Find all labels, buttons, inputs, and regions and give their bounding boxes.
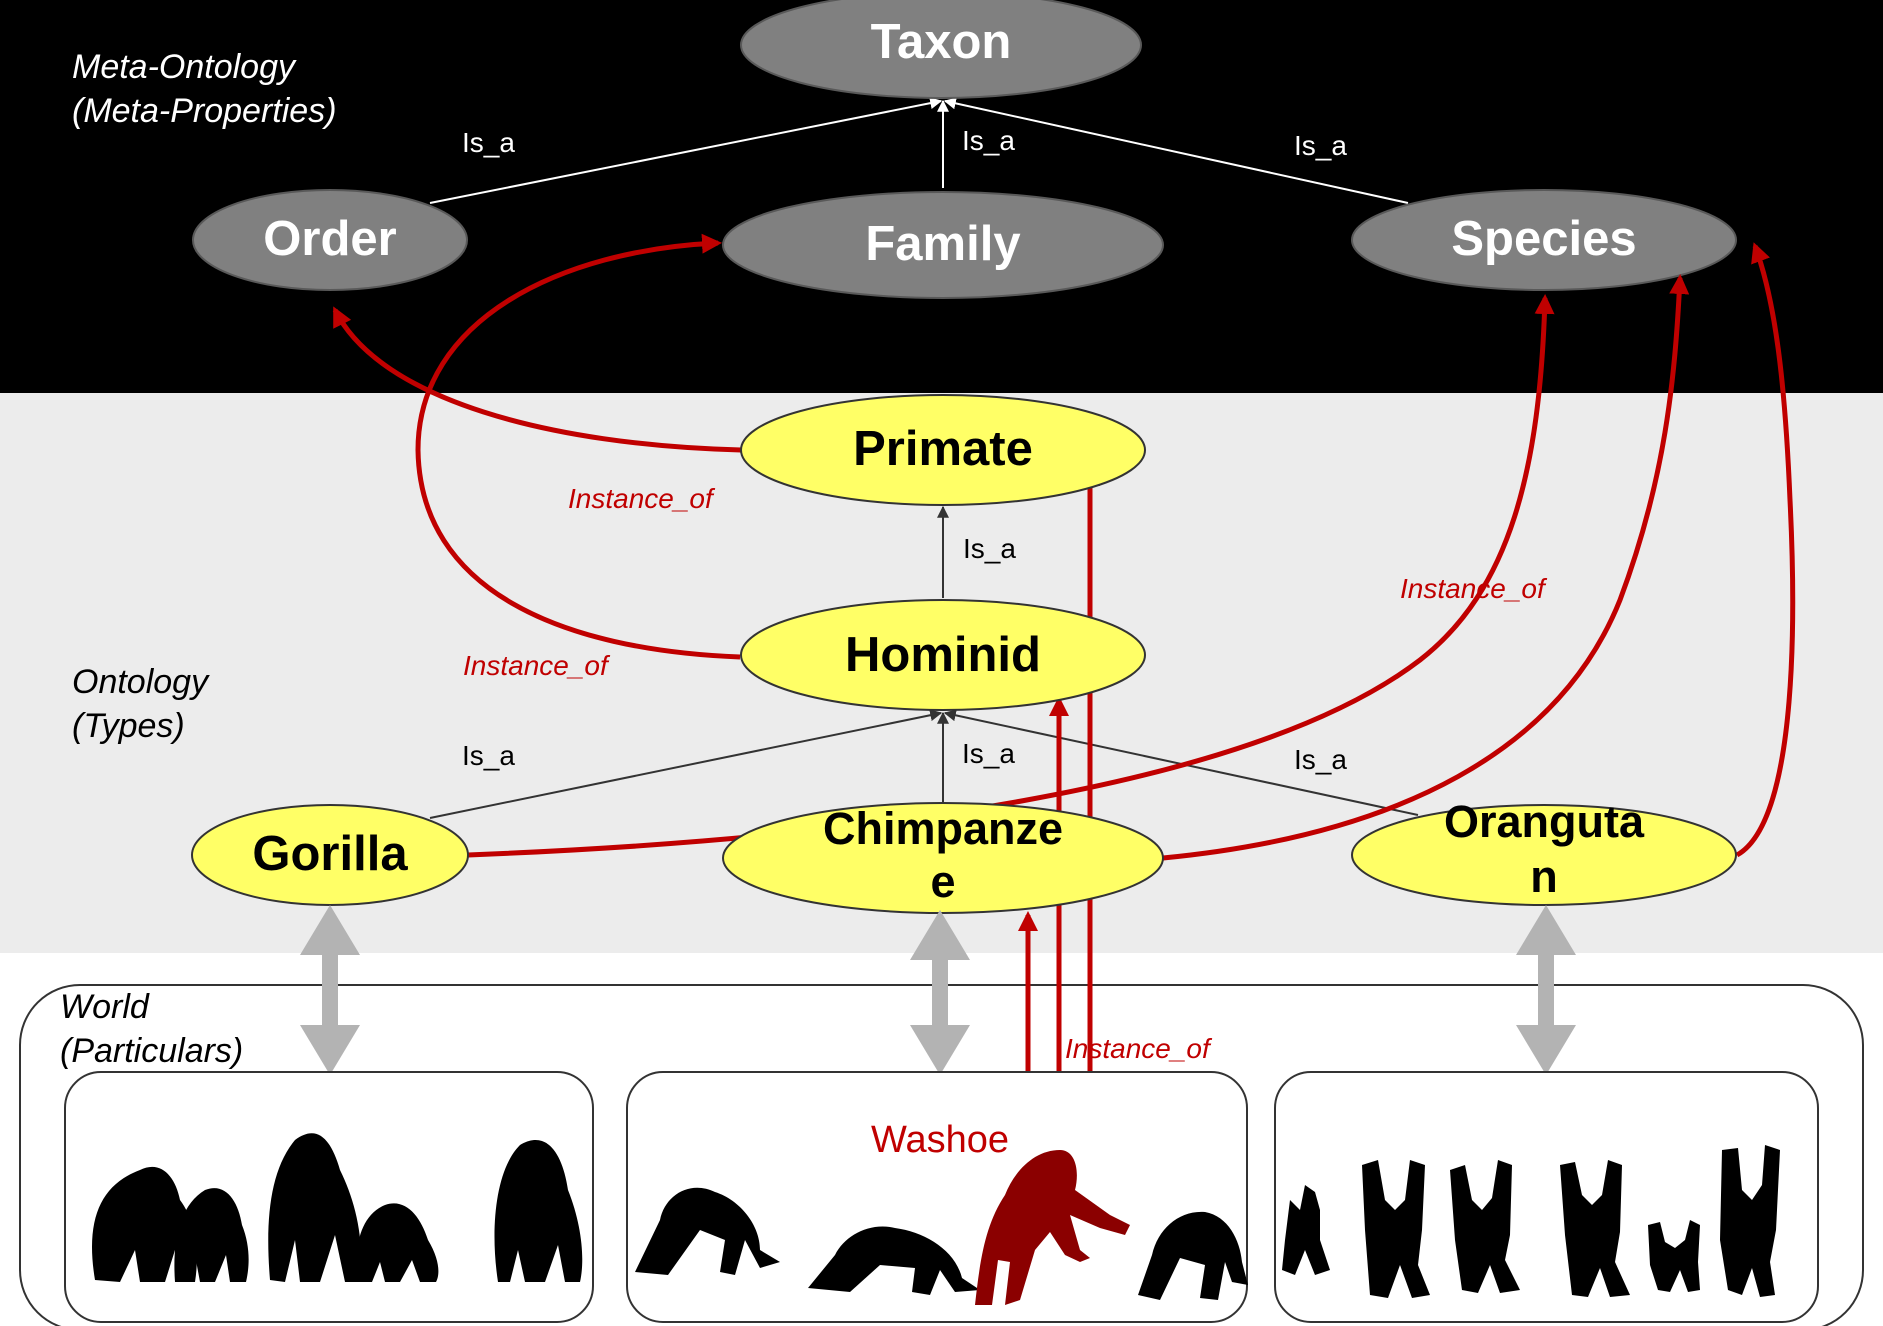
meta-layer-title: Meta-Ontology — [72, 48, 297, 86]
meta-layer-subtitle: (Meta-Properties) — [72, 92, 337, 130]
ontology-layer-title: Ontology — [72, 663, 210, 701]
node-taxon — [740, 0, 1142, 99]
isa-label-family: Is_a — [962, 125, 1015, 156]
instance-orangutan-species — [1735, 242, 1796, 858]
instance-primate-order — [332, 306, 742, 453]
node-gorilla-label: Gorilla — [252, 827, 408, 881]
correspondence-orangutan — [1516, 905, 1576, 1075]
node-chimpanzee-label-2: e — [930, 856, 955, 907]
washoe-silhouette — [975, 1150, 1130, 1305]
instance-label-washoe: Instance_of — [1065, 1033, 1213, 1064]
edge-order-taxon — [429, 97, 943, 204]
node-chimpanzee — [722, 802, 1164, 914]
world-layer-title: World — [60, 988, 150, 1026]
node-order — [192, 189, 468, 291]
correspondence-gorilla — [300, 905, 360, 1075]
edge-gorilla-hominid — [429, 709, 943, 819]
isa-label-species: Is_a — [1294, 130, 1347, 161]
instance-hominid-family — [415, 233, 741, 660]
node-primate — [740, 394, 1146, 506]
node-family — [722, 191, 1164, 299]
isa-label-primate: Is_a — [963, 533, 1016, 564]
instance-label-hominid: Instance_of — [463, 650, 611, 681]
node-order-label: Order — [263, 212, 396, 266]
isa-label-order: Is_a — [462, 127, 515, 158]
orangutan-silhouettes — [1282, 1145, 1780, 1298]
node-orangutan — [1351, 804, 1737, 906]
world-layer-subtitle: (Particulars) — [60, 1032, 243, 1070]
chimpanzee-silhouettes — [635, 1187, 1248, 1300]
isa-label-orangutan: Is_a — [1294, 744, 1347, 775]
node-hominid-label: Hominid — [845, 628, 1041, 682]
ontology-layer-subtitle: (Types) — [72, 707, 185, 745]
instance-label-primate: Instance_of — [568, 483, 716, 514]
gorilla-silhouettes — [92, 1133, 583, 1282]
node-species-label: Species — [1451, 212, 1636, 266]
isa-label-gorilla: Is_a — [462, 740, 515, 771]
edge-species-taxon — [943, 97, 1409, 204]
node-taxon-label: Taxon — [871, 15, 1012, 69]
node-hominid — [740, 599, 1146, 711]
instance-chimpanzee-species — [1162, 274, 1690, 861]
node-family-label: Family — [865, 217, 1020, 271]
node-chimpanzee-label-1: Chimpanze — [823, 803, 1063, 854]
node-orangutan-label-1: Oranguta — [1444, 796, 1645, 847]
node-primate-label: Primate — [853, 422, 1033, 476]
instance-label-species: Instance_of — [1400, 573, 1548, 604]
washoe-label: Washoe — [871, 1119, 1009, 1161]
isa-label-chimpanzee: Is_a — [962, 738, 1015, 769]
chimpanzee-particulars-box — [626, 1071, 1248, 1323]
node-species — [1351, 189, 1737, 291]
node-orangutan-label-2: n — [1530, 851, 1558, 902]
correspondence-chimpanzee — [910, 910, 970, 1075]
